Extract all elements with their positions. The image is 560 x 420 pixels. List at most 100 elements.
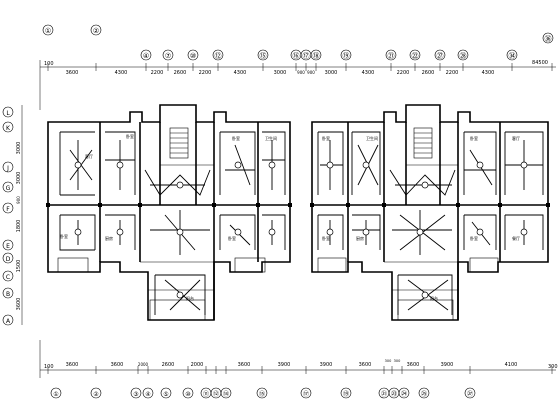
lamp-fixtures [326, 161, 528, 299]
svg-text:㉕: ㉕ [421, 390, 427, 398]
svg-text:⑲: ⑲ [343, 52, 350, 60]
svg-text:④: ④ [145, 391, 150, 398]
axis-bubble: ㉗ [464, 387, 476, 399]
svg-text:⑱: ⑱ [313, 52, 320, 60]
dim-text: 300 [385, 359, 392, 363]
axis-bubble: D [2, 252, 14, 264]
top-axis-row: ④ ⑦ ⑩ ⑫ ⑮ ⑯ ⑰ ⑱ ⑲ ㉑ ㉒ ㉗ ㉘ ㉞ ㊱ [140, 32, 554, 61]
axis-label: ① [45, 27, 51, 35]
axis-bubble: ⑩ [182, 387, 194, 399]
svg-text:L: L [6, 110, 10, 117]
dim-text: 2000 [191, 362, 204, 368]
axis-bubble: ⑪ [200, 387, 212, 399]
dim-text: 300 [394, 359, 401, 363]
dim-text: 3600 [111, 362, 124, 368]
dim-text: 1500 [16, 260, 22, 273]
axis-bubble: ㉔ [398, 387, 410, 399]
left-unit: 卧室 卧室 客厅 卫生间 卧室 厨房 卧室 阳台 [46, 104, 292, 321]
wiring-right [317, 131, 544, 315]
stair-hatch [413, 127, 433, 159]
room-label: 卧室 [470, 235, 478, 241]
room-label: 阳台 [430, 295, 438, 301]
svg-text:⑦: ⑦ [165, 52, 171, 60]
dim-text: 2200 [397, 70, 410, 76]
axis-bubble: ⑩ [187, 49, 199, 61]
dim-text: 3000 [274, 70, 287, 76]
dim-text: 2000 [138, 362, 149, 367]
svg-text:⑩: ⑩ [190, 52, 196, 60]
dim-text: 2200 [151, 70, 164, 76]
axis-bubble: G [2, 181, 14, 193]
axis-bubble: ㉒ [409, 49, 421, 61]
axis-bubble: ⑰ [300, 49, 312, 61]
svg-text:⑮: ⑮ [260, 52, 267, 60]
axis-bubble: ⑦ [162, 49, 174, 61]
svg-text:①: ① [53, 391, 58, 398]
axis-bubble: ⑱ [310, 49, 322, 61]
dim-text: 3600 [238, 362, 251, 368]
axis-bubble: ⑮ [256, 387, 268, 399]
room-label: 厨房 [105, 235, 113, 241]
svg-text:⑫: ⑫ [213, 390, 219, 398]
svg-text:D: D [6, 256, 11, 263]
dim-text: 2200 [446, 70, 459, 76]
axis-bubble: L [2, 106, 14, 118]
bottom-dimension-line: 100 300 3600 3600 2000 2600 2000 3600 39… [39, 340, 558, 378]
axis-bubble: F [2, 202, 14, 214]
room-label: 卧室 [126, 133, 134, 139]
svg-text:E: E [6, 243, 10, 250]
left-axis-column: L K J G F E D C B A 3000 3000 900 1800 1… [2, 105, 23, 326]
axis-bubble: ⑫ [212, 49, 224, 61]
svg-text:A: A [6, 318, 11, 325]
svg-text:⑰: ⑰ [303, 52, 310, 60]
axis-bubble: ⑮ [257, 49, 269, 61]
room-label: 卧室 [322, 135, 330, 141]
svg-text:⑰: ⑰ [303, 390, 309, 398]
dim-text: 2600 [422, 70, 435, 76]
svg-text:⑫: ⑫ [215, 52, 222, 60]
room-label: 卧室 [60, 233, 68, 239]
axis-bubble: E [2, 239, 14, 251]
axis-bubble: ④ [140, 49, 152, 61]
svg-text:⑮: ⑮ [259, 390, 265, 398]
room-label: 卧室 [228, 235, 236, 241]
axis-bubble: A [2, 314, 14, 326]
axis-bubble: ㉓ [388, 387, 400, 399]
axis-bubble: ⑭ [220, 387, 232, 399]
dim-text: 4300 [362, 70, 375, 76]
axis-label: ② [93, 27, 99, 35]
svg-text:㉔: ㉔ [401, 390, 407, 398]
axis-bubble: K [2, 121, 14, 133]
svg-text:100: 100 [44, 364, 54, 370]
dim-text: 4300 [234, 70, 247, 76]
axis-bubble: ⑤ [160, 387, 172, 399]
dim-text: 900 [297, 70, 305, 75]
axis-bubble: ㉑ [378, 387, 390, 399]
svg-text:⑩: ⑩ [185, 391, 190, 398]
room-label: 卧室 [470, 135, 478, 141]
axis-bubble: B [2, 287, 14, 299]
dim-text: 1800 [16, 220, 22, 233]
svg-text:㉗: ㉗ [437, 52, 444, 60]
axis-bubble: C [2, 270, 14, 282]
lamp-fixtures [74, 161, 276, 299]
svg-text:⑪: ⑪ [203, 390, 209, 398]
room-label: 阳台 [186, 295, 194, 301]
svg-text:K: K [6, 125, 11, 132]
svg-text:㊱: ㊱ [545, 35, 552, 43]
dim-text: 3000 [16, 142, 22, 155]
axis-bubble: ⑰ [300, 387, 312, 399]
room-label: 客厅 [85, 153, 93, 159]
dim-text: 3600 [359, 362, 372, 368]
room-label: 客厅 [512, 135, 520, 141]
stair-hatch [169, 127, 189, 159]
dim-text: 3000 [16, 172, 22, 185]
dim-total: 84500 [532, 60, 548, 66]
room-label: 卫生间 [265, 135, 277, 141]
dim-text: 3900 [278, 362, 291, 368]
axis-bubble: ⑲ [340, 49, 352, 61]
room-label: 卫生间 [366, 135, 378, 141]
svg-text:F: F [6, 206, 10, 213]
axis-bubble: ㉞ [506, 49, 518, 61]
